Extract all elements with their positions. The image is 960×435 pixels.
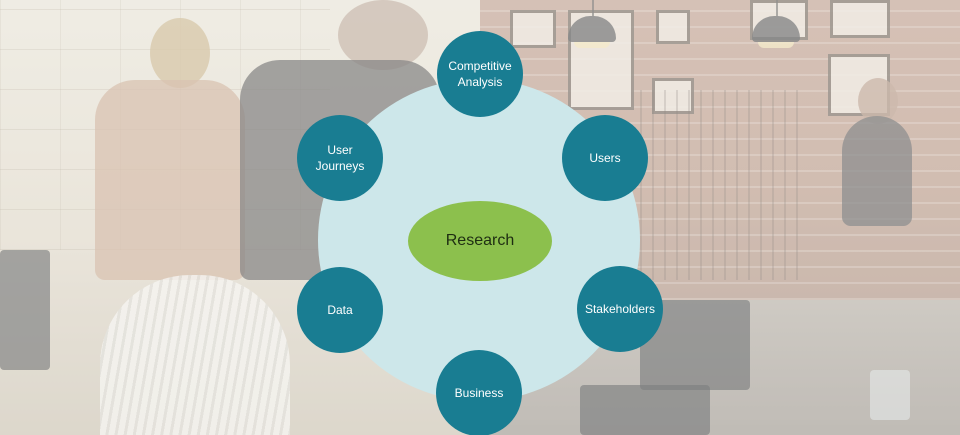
bg-pendant-lamp <box>752 16 800 48</box>
bg-card-reader <box>870 370 910 420</box>
bg-picture-frame <box>656 10 690 44</box>
bg-bag <box>0 250 50 370</box>
bg-picture-frame <box>830 0 890 38</box>
bg-plastic-fan <box>100 275 290 435</box>
node-data: Data <box>297 267 383 353</box>
bg-display-rack <box>640 90 800 280</box>
node-stakeholders: Stakeholders <box>577 266 663 352</box>
node-business: Business <box>436 350 522 435</box>
bg-lamp-cord <box>776 0 778 16</box>
node-competitive-analysis: Competitive Analysis <box>437 31 523 117</box>
bg-person <box>842 116 912 226</box>
bg-lamp-cord <box>592 0 594 16</box>
node-users: Users <box>562 115 648 201</box>
bg-picture-frame <box>510 10 556 48</box>
research-center: Research <box>408 201 552 281</box>
bg-register-base <box>580 385 710 435</box>
node-user-journeys: User Journeys <box>297 115 383 201</box>
bg-pendant-lamp <box>568 16 616 48</box>
bg-person-head <box>150 18 210 88</box>
bg-person-head <box>338 0 428 70</box>
bg-picture-frame <box>652 78 694 114</box>
bg-person <box>95 80 245 280</box>
